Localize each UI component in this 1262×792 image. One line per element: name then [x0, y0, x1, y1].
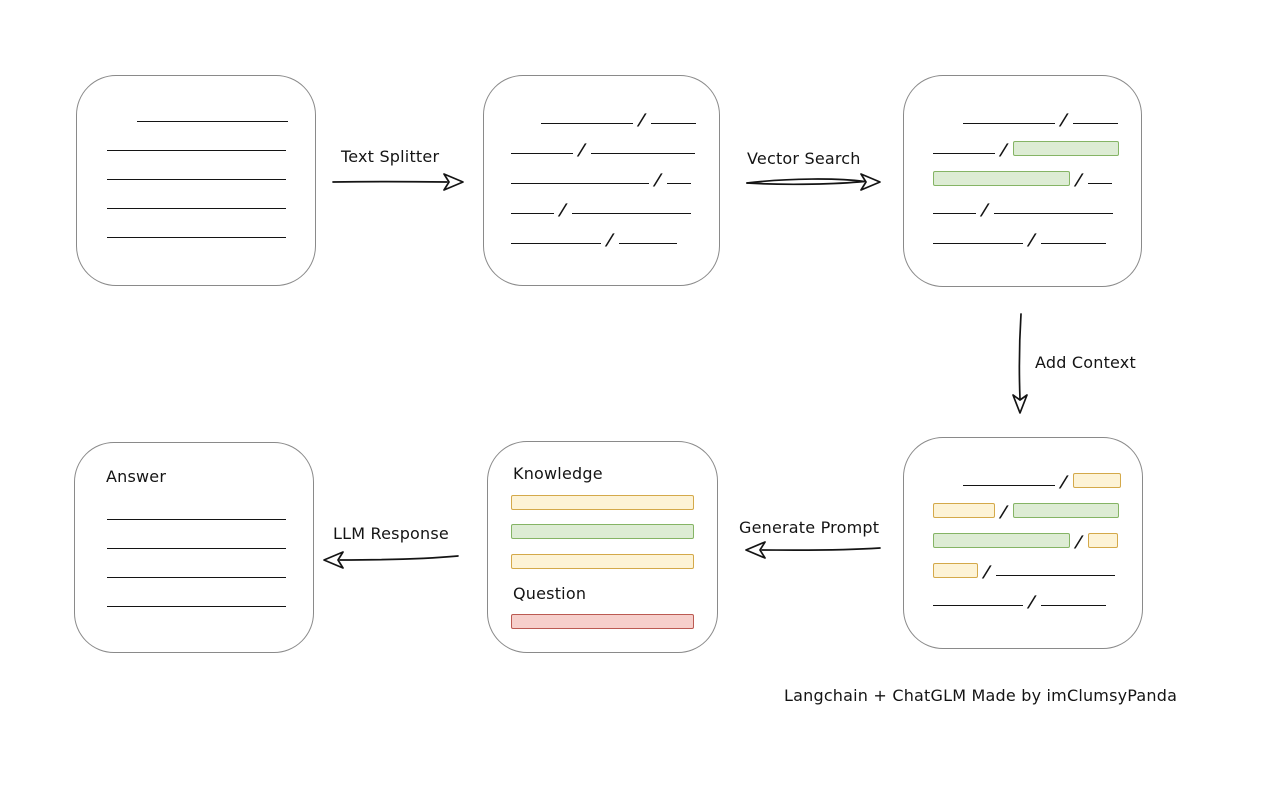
text-line — [933, 213, 976, 214]
highlight-green-chunk — [933, 171, 1070, 186]
text-line — [107, 237, 286, 238]
answer-lines — [107, 519, 286, 635]
knowledge-bar-yellow — [511, 495, 694, 510]
text-line — [1040, 605, 1106, 606]
slash-separator: / — [1000, 140, 1008, 159]
knowledge-label: Knowledge — [513, 464, 603, 483]
text-line — [993, 213, 1113, 214]
text-line — [541, 123, 633, 124]
chunk-row: / — [511, 189, 699, 219]
chunk-row: / — [511, 129, 699, 159]
chunk-row: / — [511, 159, 699, 189]
slash-separator: / — [1060, 472, 1068, 491]
split-chunks-box: / / / / / — [483, 75, 720, 286]
text-line — [666, 183, 691, 184]
chunk-rows: / / / / / — [933, 99, 1121, 249]
text-line — [933, 605, 1023, 606]
question-bar-red — [511, 614, 694, 629]
answer-title: Answer — [106, 467, 167, 486]
slash-separator: / — [983, 562, 991, 581]
vector-search-label: Vector Search — [747, 149, 861, 168]
llm-response-arrow — [323, 551, 459, 569]
text-line — [618, 243, 677, 244]
slash-separator: / — [1000, 502, 1008, 521]
vector-search-arrow — [746, 173, 881, 191]
matched-chunks-box: / / / / / — [903, 75, 1142, 287]
highlight-green-chunk — [1012, 141, 1119, 156]
chunk-row: / — [511, 99, 699, 129]
text-line — [107, 548, 286, 549]
slash-separator: / — [606, 230, 614, 249]
document-lines — [107, 121, 288, 266]
text-line — [511, 243, 601, 244]
highlight-green-chunk — [933, 533, 1070, 548]
text-line — [1040, 243, 1106, 244]
text-line — [1087, 183, 1112, 184]
text-line — [963, 123, 1055, 124]
slash-separator: / — [1028, 230, 1036, 249]
chunk-row: / — [933, 189, 1121, 219]
question-label: Question — [513, 584, 587, 603]
text-line — [933, 243, 1023, 244]
chunk-row: / — [933, 99, 1121, 129]
text-line — [107, 577, 286, 578]
chunk-row: / — [933, 219, 1121, 249]
chunk-rows: / / / / / — [933, 461, 1122, 611]
chunk-row: / — [933, 551, 1122, 581]
chunk-row: / — [933, 521, 1122, 551]
highlight-yellow-chunk — [1087, 533, 1118, 548]
text-line — [107, 606, 286, 607]
generate-prompt-label: Generate Prompt — [739, 518, 880, 537]
text-splitter-arrow — [332, 173, 464, 191]
slash-separator: / — [981, 200, 989, 219]
slash-separator: / — [638, 110, 646, 129]
chunk-row: / — [511, 219, 699, 249]
llm-response-label: LLM Response — [333, 524, 449, 543]
slash-separator: / — [1060, 110, 1068, 129]
highlight-yellow-chunk — [1072, 473, 1121, 488]
chunk-row: / — [933, 491, 1122, 521]
highlight-green-chunk — [1012, 503, 1119, 518]
text-line — [107, 519, 286, 520]
text-line — [107, 150, 286, 151]
chunk-rows: / / / / / — [511, 99, 699, 249]
text-splitter-label: Text Splitter — [341, 147, 440, 166]
text-line — [107, 208, 286, 209]
add-context-arrow — [1012, 313, 1028, 414]
source-document-box — [76, 75, 316, 286]
chunk-row: / — [933, 581, 1122, 611]
slash-separator: / — [654, 170, 662, 189]
slash-separator: / — [1075, 170, 1083, 189]
generate-prompt-arrow — [745, 541, 881, 559]
slash-separator: / — [578, 140, 586, 159]
slash-separator: / — [1075, 532, 1083, 551]
prompt-box: Knowledge Question — [487, 441, 718, 653]
context-chunks-box: / / / / / — [903, 437, 1143, 649]
text-line — [933, 153, 995, 154]
text-line — [995, 575, 1115, 576]
text-line — [590, 153, 695, 154]
knowledge-bar-green — [511, 524, 694, 539]
knowledge-bar-yellow — [511, 554, 694, 569]
text-line — [107, 179, 286, 180]
text-line — [963, 485, 1055, 486]
text-line — [571, 213, 691, 214]
chunk-row: / — [933, 159, 1121, 189]
add-context-label: Add Context — [1035, 353, 1136, 372]
highlight-yellow-chunk — [933, 563, 978, 578]
text-line — [511, 213, 554, 214]
text-line — [511, 183, 649, 184]
highlight-yellow-chunk — [933, 503, 995, 518]
slash-separator: / — [1028, 592, 1036, 611]
text-line — [511, 153, 573, 154]
text-line — [1072, 123, 1118, 124]
answer-box: Answer — [74, 442, 314, 653]
chunk-row: / — [933, 461, 1122, 491]
slash-separator: / — [559, 200, 567, 219]
text-line — [137, 121, 288, 122]
diagram-caption: Langchain + ChatGLM Made by imClumsyPand… — [784, 686, 1178, 705]
chunk-row: / — [933, 129, 1121, 159]
text-line — [650, 123, 696, 124]
